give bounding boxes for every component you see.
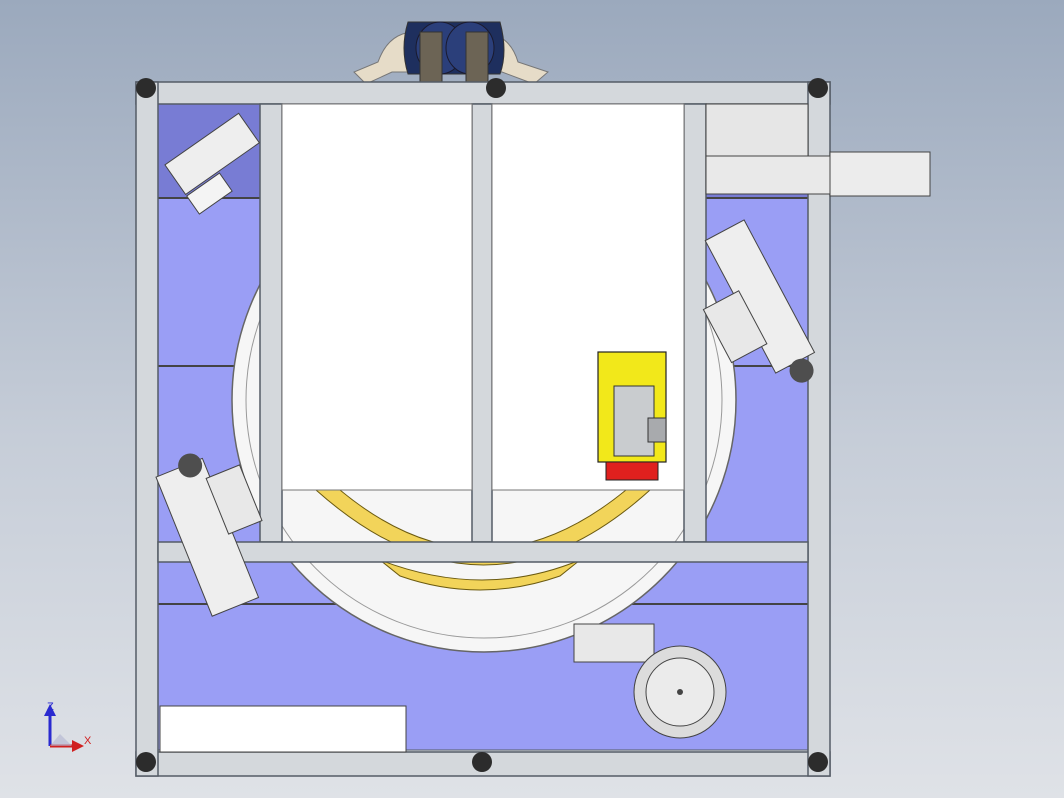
linear-slide [705,103,931,197]
triad-z-label: Z [47,701,54,713]
gripper-module-left [155,453,263,617]
aluminium-profile-frame [135,81,831,777]
control-panel [159,705,407,753]
gripper-module-top-left [164,112,261,215]
triad-x-label: X [84,735,92,747]
drive-motor [597,351,667,481]
table-cover-panels [281,103,685,491]
gripper-module-right [702,219,816,383]
vibratory-feeder [573,623,727,739]
coordinate-triad: Z X [44,701,92,752]
leveling-feet [136,78,828,772]
operator-figure [353,21,549,91]
